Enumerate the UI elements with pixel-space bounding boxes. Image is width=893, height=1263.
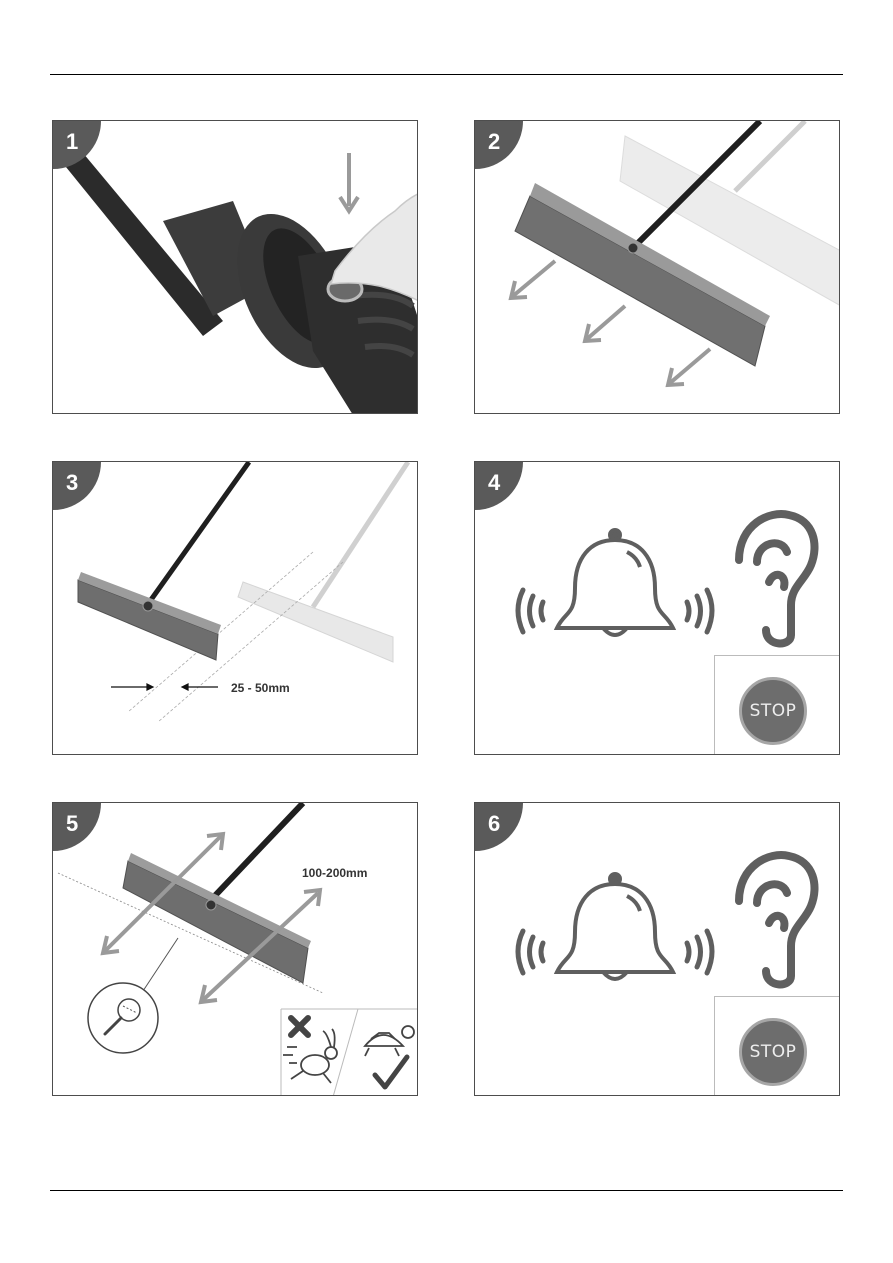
stop-box: STOP [714,996,839,1095]
bell-icon [557,530,673,635]
squeegee-push-illustration [475,121,840,414]
magnifier-icon [88,983,158,1053]
step-panel-1: 1 [52,120,418,414]
step-panel-5: 5 [52,802,418,1096]
sound-waves-icon [518,590,712,632]
footer-rule [50,1190,843,1191]
step-panel-4: 4 STOP [474,461,840,755]
bell-icon [557,874,673,979]
step-panel-3: 3 25 - 50mm [52,461,418,755]
check-icon [375,1057,407,1087]
stop-box: STOP [714,655,839,754]
stop-sign-icon: STOP [739,1018,807,1086]
arrow-icon [340,153,358,211]
tortoise-icon [365,1026,414,1056]
ear-icon [739,855,815,984]
stop-sign-icon: STOP [739,677,807,745]
squeegee-technique-illustration [53,803,418,1096]
sound-waves-icon [518,931,712,973]
step-panel-6: 6 STOP [474,802,840,1096]
overlap-measurement-label: 25 - 50mm [231,681,290,695]
stop-sign-text: STOP [750,701,797,721]
step-panel-2: 2 [474,120,840,414]
header-rule [50,74,843,75]
stop-sign-text: STOP [750,1042,797,1062]
arrow-icon [111,684,218,690]
cross-icon [291,1018,308,1035]
squeegee-overlap-illustration [53,462,418,755]
handle-button-illustration [53,121,418,414]
overlap-measurement-label: 100-200mm [302,866,367,880]
ear-icon [739,514,815,643]
